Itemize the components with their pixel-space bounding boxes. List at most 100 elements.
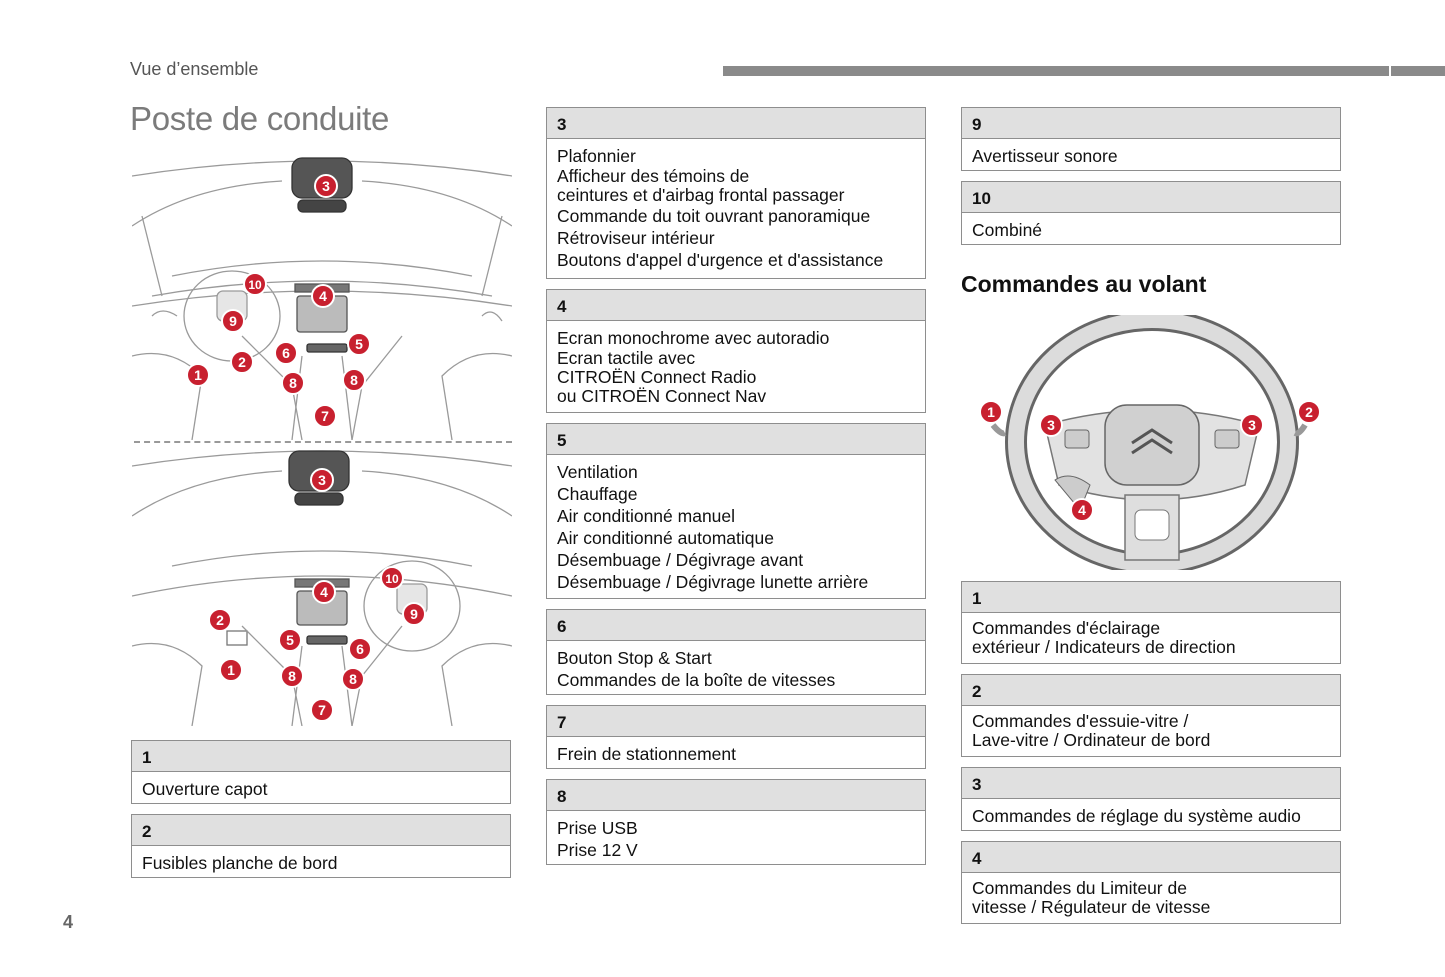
- legend-number: 9: [962, 108, 1340, 139]
- legend-text: Fusibles planche de bord: [142, 853, 338, 873]
- legend-text: Désembuage / Dégivrage lunette arrière: [557, 572, 869, 592]
- svg-text:4: 4: [319, 288, 327, 304]
- steering-box-1: 1 Commandes d'éclairage extérieur / Indi…: [961, 581, 1341, 664]
- legend-box-5: 5 Ventilation Chauffage Air conditionné …: [546, 423, 926, 599]
- svg-text:7: 7: [318, 702, 326, 718]
- legend-text: Commandes de réglage du système audio: [972, 806, 1301, 826]
- svg-text:5: 5: [286, 632, 294, 648]
- legend-number: 4: [547, 290, 925, 321]
- legend-number: 1: [132, 741, 510, 772]
- legend-box-8: 8 Prise USB Prise 12 V: [546, 779, 926, 865]
- legend-text: Afficheur des témoins de: [557, 166, 750, 186]
- legend-text: Commandes de la boîte de vitesses: [557, 670, 836, 690]
- dashboard-lhd-illustration: 3 10 4 9 5 6 2 1 8 8 7: [132, 156, 512, 440]
- legend-box-10: 10 Combiné: [961, 181, 1341, 245]
- svg-text:5: 5: [355, 336, 363, 352]
- legend-text: Ecran tactile avec: [557, 348, 696, 368]
- page-number: 4: [63, 912, 74, 932]
- legend-box-9: 9 Avertisseur sonore: [961, 107, 1341, 171]
- page-title: Poste de conduite: [130, 100, 390, 137]
- legend-box-1: 1 Ouverture capot: [131, 740, 511, 804]
- svg-text:10: 10: [385, 572, 399, 586]
- legend-text: Frein de stationnement: [557, 744, 736, 764]
- svg-text:8: 8: [350, 372, 358, 388]
- svg-text:8: 8: [349, 671, 357, 687]
- svg-text:2: 2: [238, 354, 246, 370]
- badge-7: 7: [313, 404, 337, 428]
- badge-6: 6: [274, 341, 298, 365]
- badge-2: 2: [1297, 400, 1321, 424]
- steering-box-4: 4 Commandes du Limiteur de vitesse / Rég…: [961, 841, 1341, 924]
- svg-text:3: 3: [1248, 417, 1256, 433]
- legend-number: 10: [962, 182, 1340, 213]
- badge-10: 10: [380, 566, 404, 590]
- badge-4: 4: [311, 284, 335, 308]
- svg-text:8: 8: [288, 668, 296, 684]
- svg-text:2: 2: [216, 612, 224, 628]
- legend-text: Lave-vitre / Ordinateur de bord: [972, 730, 1211, 750]
- svg-text:1: 1: [194, 367, 202, 383]
- svg-text:2: 2: [1305, 404, 1313, 420]
- legend-box-6: 6 Bouton Stop & Start Commandes de la bo…: [546, 609, 926, 695]
- badge-6: 6: [348, 637, 372, 661]
- legend-text: Commandes d'essuie-vitre /: [972, 711, 1189, 731]
- legend-text: Commande du toit ouvrant panoramique: [557, 206, 871, 226]
- legend-text: Ouverture capot: [142, 779, 268, 799]
- badge-8-right: 8: [341, 667, 365, 691]
- legend-number: 3: [547, 108, 925, 139]
- legend-number: 2: [132, 815, 510, 846]
- badge-5: 5: [278, 628, 302, 652]
- legend-text: Commandes d'éclairage: [972, 618, 1161, 638]
- legend-number: 5: [547, 424, 925, 455]
- svg-text:4: 4: [1078, 502, 1086, 518]
- badge-8-left: 8: [281, 371, 305, 395]
- section-label: Vue d’ensemble: [130, 59, 259, 79]
- badge-3-right: 3: [1240, 413, 1264, 437]
- svg-text:3: 3: [1047, 417, 1055, 433]
- legend-text: Ecran monochrome avec autoradio: [557, 328, 830, 348]
- legend-box-2: 2 Fusibles planche de bord: [131, 814, 511, 878]
- legend-number: 6: [547, 610, 925, 641]
- legend-number: 8: [547, 780, 925, 811]
- legend-text: Boutons d'appel d'urgence et d'assistanc…: [557, 250, 884, 270]
- dashboard-rhd-illustration: 3 10 4 9 2 5 6 1 8 8 7: [132, 446, 512, 726]
- legend-text: Plafonnier: [557, 146, 636, 166]
- svg-text:3: 3: [322, 178, 330, 194]
- legend-text: Ventilation: [557, 462, 638, 482]
- svg-text:7: 7: [321, 408, 329, 424]
- legend-text: Prise USB: [557, 818, 638, 838]
- badge-3: 3: [314, 174, 338, 198]
- legend-text: Désembuage / Dégivrage avant: [557, 550, 804, 570]
- badge-7: 7: [310, 698, 334, 722]
- badge-9: 9: [221, 309, 245, 333]
- legend-text: Rétroviseur intérieur: [557, 228, 715, 248]
- svg-text:10: 10: [248, 278, 262, 292]
- badge-8-left: 8: [280, 664, 304, 688]
- legend-text: Air conditionné automatique: [557, 528, 774, 548]
- badge-1: 1: [186, 363, 210, 387]
- svg-text:8: 8: [289, 375, 297, 391]
- legend-number: 4: [962, 842, 1340, 873]
- legend-text: Chauffage: [557, 484, 638, 504]
- badge-2: 2: [208, 608, 232, 632]
- badge-4: 4: [1070, 498, 1094, 522]
- svg-text:6: 6: [356, 641, 364, 657]
- legend-text: vitesse / Régulateur de vitesse: [972, 897, 1211, 917]
- legend-box-7: 7 Frein de stationnement: [546, 705, 926, 769]
- steering-box-2: 2 Commandes d'essuie-vitre / Lave-vitre …: [961, 674, 1341, 757]
- badge-9: 9: [402, 602, 426, 626]
- legend-text: CITROËN Connect Radio: [557, 367, 757, 387]
- legend-text: Combiné: [972, 220, 1043, 240]
- steering-section-title: Commandes au volant: [961, 271, 1207, 297]
- legend-text: Prise 12 V: [557, 840, 638, 860]
- legend-text: Air conditionné manuel: [557, 506, 736, 526]
- badge-2: 2: [230, 350, 254, 374]
- legend-text: extérieur / Indicateurs de direction: [972, 637, 1236, 657]
- svg-text:6: 6: [282, 345, 290, 361]
- svg-text:9: 9: [410, 606, 418, 622]
- legend-text: Avertisseur sonore: [972, 146, 1118, 166]
- header-rule: [723, 66, 1445, 76]
- legend-box-4: 4 Ecran monochrome avec autoradio Ecran …: [546, 289, 926, 413]
- legend-text: ceintures et d'airbag frontal passager: [557, 185, 845, 205]
- legend-text: Bouton Stop & Start: [557, 648, 712, 668]
